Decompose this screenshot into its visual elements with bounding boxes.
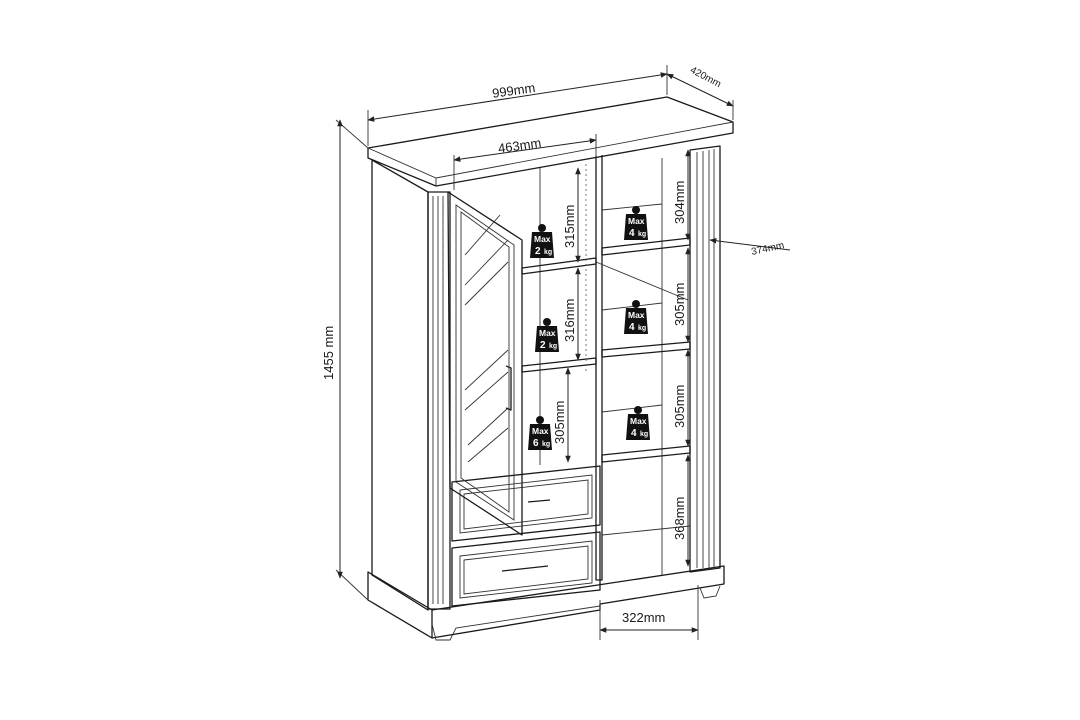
dimension-lines xyxy=(335,65,791,640)
svg-text:kg: kg xyxy=(549,343,557,350)
door-width-dimension-line xyxy=(453,138,597,162)
svg-text:Max: Max xyxy=(534,234,551,244)
svg-text:6: 6 xyxy=(533,438,539,449)
right-shelf-2 xyxy=(601,341,691,358)
weight-icon: Max 6 kg xyxy=(528,416,552,450)
right-shelf-4-label: 368mm xyxy=(672,497,687,540)
inner-depth-label: 374mm xyxy=(750,240,785,258)
svg-text:Max: Max xyxy=(532,426,549,436)
svg-text:4: 4 xyxy=(629,228,635,239)
svg-text:kg: kg xyxy=(638,231,646,238)
width-dimension-line xyxy=(367,72,668,122)
right-shelf-3-label: 305mm xyxy=(672,385,687,428)
height-label: 1455 mm xyxy=(321,326,336,380)
left-side-panel xyxy=(371,159,429,611)
drawer-handle-upper xyxy=(527,499,551,503)
left-shelf-1-label: 315mm xyxy=(562,205,577,248)
weight-icon: Max 2 kg xyxy=(530,224,554,258)
svg-text:kg: kg xyxy=(544,249,552,256)
left-shelf-1 xyxy=(521,257,597,275)
weight-icon: Max 4 kg xyxy=(626,406,650,440)
door-handle xyxy=(505,365,512,411)
svg-text:kg: kg xyxy=(640,431,648,438)
right-shelf-3 xyxy=(601,445,691,463)
center-divider xyxy=(595,155,603,581)
svg-text:2: 2 xyxy=(540,340,546,351)
svg-text:4: 4 xyxy=(629,322,635,333)
right-shelf-1-label: 304mm xyxy=(672,181,687,224)
weight-icon: Max 4 kg xyxy=(624,206,648,240)
svg-text:Max: Max xyxy=(539,328,556,338)
svg-text:Max: Max xyxy=(628,310,645,320)
left-shelf-2 xyxy=(521,357,597,373)
depth-dimension-line xyxy=(666,73,734,107)
door-width-label: 463mm xyxy=(497,135,542,156)
svg-text:kg: kg xyxy=(638,325,646,332)
right-shelf-2-label: 305mm xyxy=(672,283,687,326)
svg-text:Max: Max xyxy=(628,216,645,226)
drawer-handle-lower xyxy=(501,565,549,572)
svg-text:4: 4 xyxy=(631,428,637,439)
right-shelf-1 xyxy=(601,237,691,256)
left-shelf-3-label: 305mm xyxy=(552,401,567,444)
left-pilaster xyxy=(427,191,451,610)
width-label: 999mm xyxy=(491,80,536,101)
right-pilaster xyxy=(689,145,721,573)
glass-door xyxy=(447,191,523,536)
svg-text:2: 2 xyxy=(535,246,541,257)
weight-badges: Max 2 kg Max 2 kg Max 6 kg Max 4 kg xyxy=(528,206,650,450)
svg-text:Max: Max xyxy=(630,416,647,426)
base-plinth xyxy=(367,571,433,639)
inner-depth-dimension-line xyxy=(709,238,791,251)
drawer-lower xyxy=(451,531,601,607)
cabinet-drawing xyxy=(367,96,734,641)
weight-icon: Max 4 kg xyxy=(624,300,648,334)
left-shelf-2-label: 316mm xyxy=(562,299,577,342)
svg-text:kg: kg xyxy=(542,441,550,448)
bottom-width-label: 322mm xyxy=(622,610,665,625)
top-panel xyxy=(367,96,734,187)
drawer-upper xyxy=(451,465,601,542)
weight-icon: Max 2 kg xyxy=(535,318,559,352)
